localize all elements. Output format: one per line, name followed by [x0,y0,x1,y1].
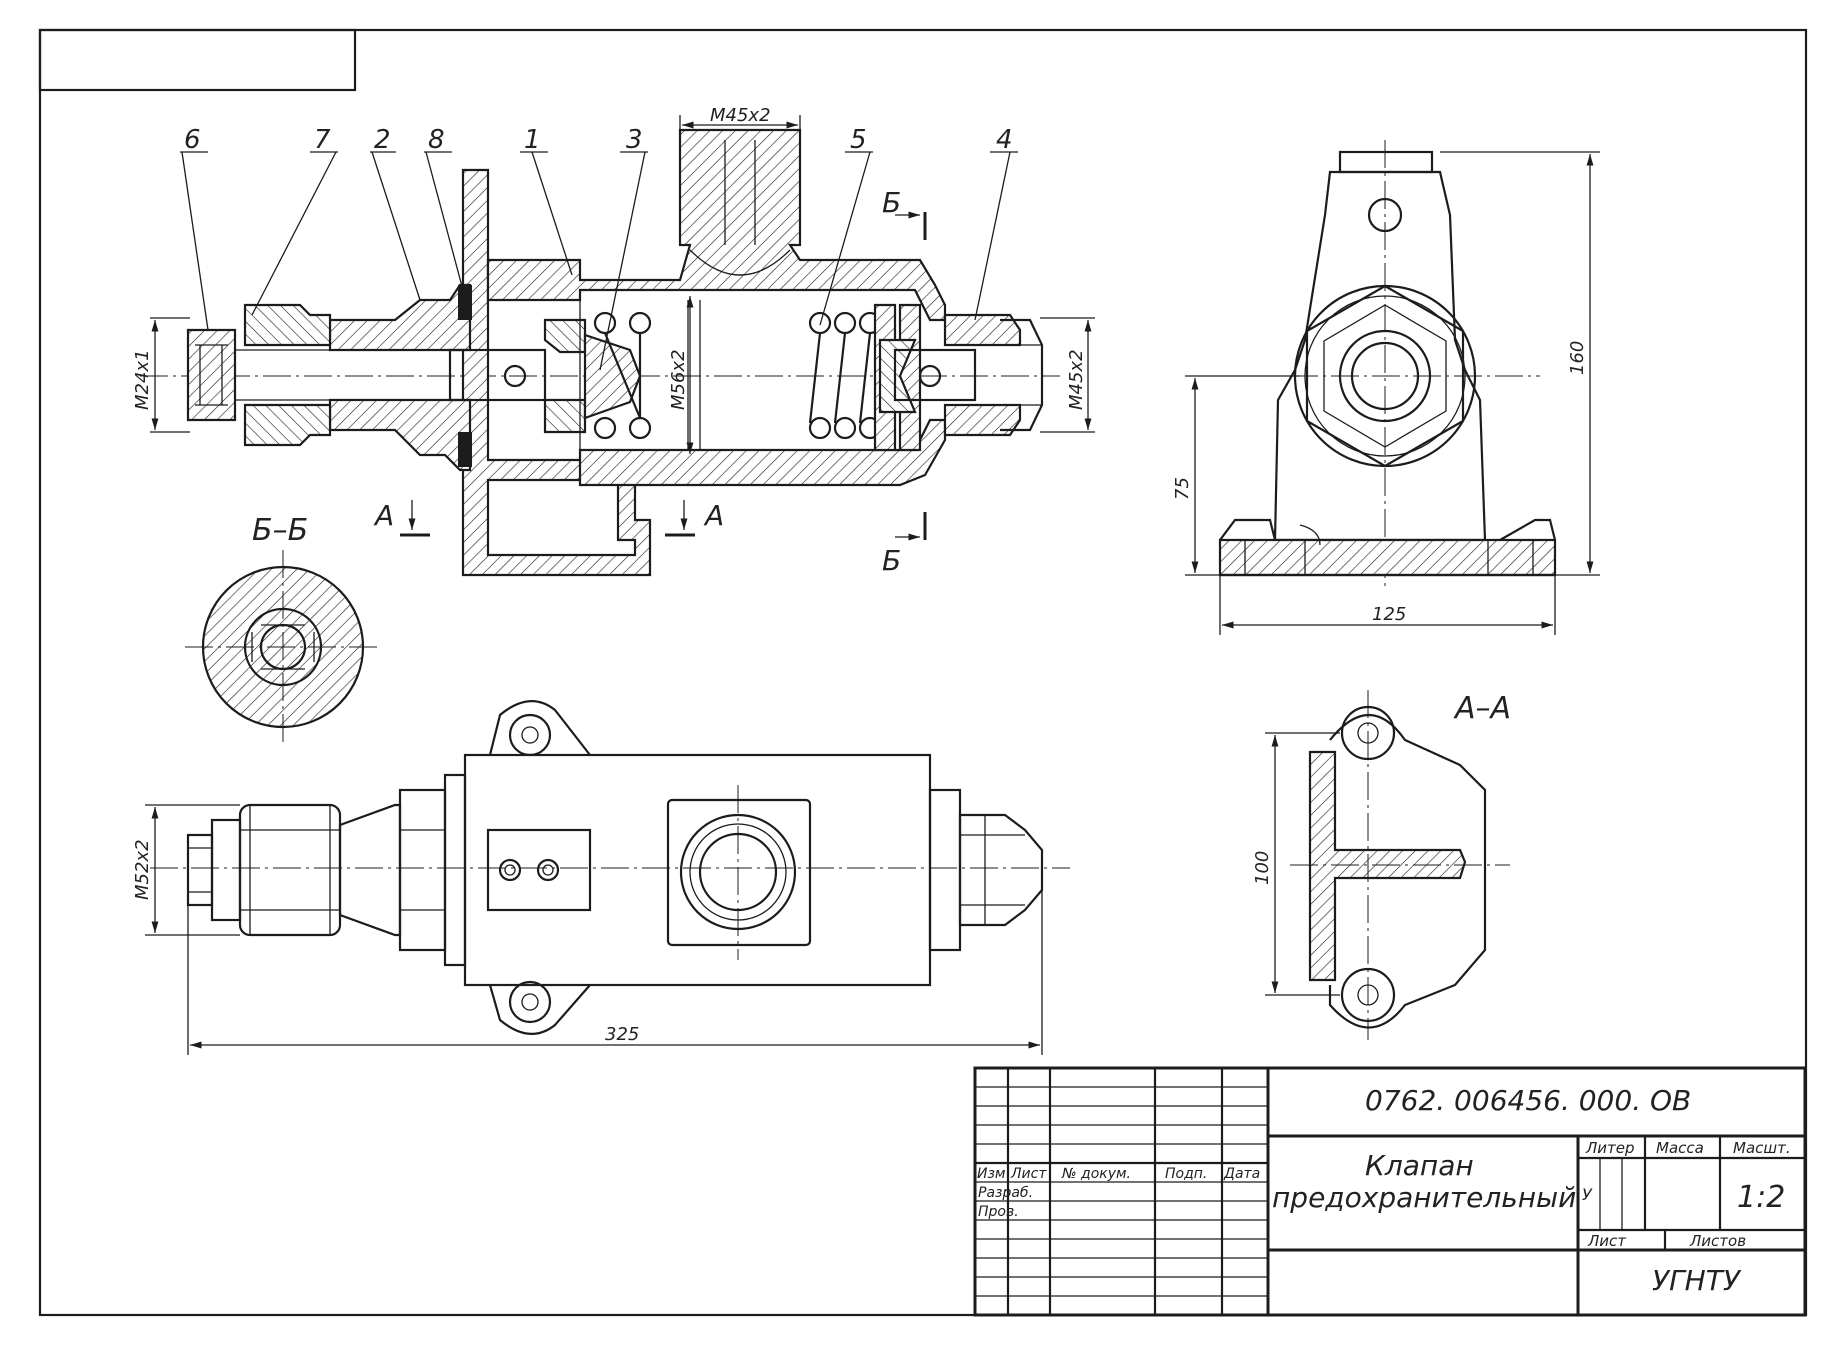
col-doc: № докум. [1061,1166,1131,1182]
dim-m52: М52х2 [132,839,153,900]
position-3: 3 [626,125,643,155]
section-bb-view: Б–Б [185,513,380,745]
cut-mark-a-right: А [703,499,724,532]
dim-m45-right: М45х2 [1066,349,1087,410]
dim-160: 160 [1567,341,1588,375]
position-6: 6 [184,125,201,155]
side-view [1218,140,1557,590]
position-4: 4 [996,125,1013,155]
aa-dimensions: 100 [1252,732,1340,996]
section-aa-title: А–А [1453,691,1511,726]
sheets-label: Листов [1689,1232,1746,1250]
dim-m45-top: М45х2 [710,105,771,126]
section-bb-title: Б–Б [252,513,308,548]
dim-125: 125 [1372,604,1406,625]
cut-mark-b-top: Б [882,186,901,219]
masshtab-label: Масшт. [1733,1139,1791,1157]
dim-325: 325 [605,1024,639,1045]
dim-m56: М56х2 [668,349,689,410]
position-leaders: 6 7 2 8 1 3 5 4 [180,125,1018,371]
col-list: Лист [1010,1166,1047,1182]
main-dimensions: М45х2 М24х1 М56х2 М45х2 [132,105,1095,454]
section-aa-view: А–А [1290,690,1511,1040]
massa-label: Масса [1656,1139,1704,1157]
row-razrab: Разраб. [978,1185,1033,1201]
position-8: 8 [428,125,445,155]
main-section-view [140,128,1060,577]
dim-m24: М24х1 [132,349,153,410]
liter-value: У [1582,1185,1593,1204]
plan-dimensions: М52х2 325 [132,804,1043,1055]
cut-plane-marks: А А Б Б [373,186,927,577]
row-prov: Пров. [978,1204,1019,1220]
name-line-1: Клапан [1365,1149,1474,1182]
dim-100: 100 [1252,851,1273,885]
col-izm: Изм [977,1166,1006,1182]
title-block: Изм Лист № докум. Подп. Дата Разраб. Про… [973,1066,1807,1317]
designation: 0762. 006456. 000. ОВ [1365,1084,1691,1117]
scale-value: 1:2 [1737,1180,1785,1215]
position-1: 1 [524,125,541,155]
name-line-2: предохранительный [1272,1181,1576,1214]
organization: УГНТУ [1652,1264,1742,1297]
sheet-frame [38,28,1808,1317]
col-data: Дата [1223,1166,1260,1182]
cut-mark-b-bottom: Б [882,544,901,577]
sheet-label: Лист [1587,1232,1627,1250]
dim-75: 75 [1172,477,1193,500]
side-dimensions: 160 75 125 [1172,151,1600,635]
cut-mark-a-left: А [373,499,394,532]
plan-view [150,700,1070,1035]
position-7: 7 [314,125,331,155]
col-podp: Подп. [1165,1166,1207,1182]
liter-label: Литер [1585,1139,1635,1157]
position-5: 5 [850,125,867,155]
position-2: 2 [374,125,391,155]
